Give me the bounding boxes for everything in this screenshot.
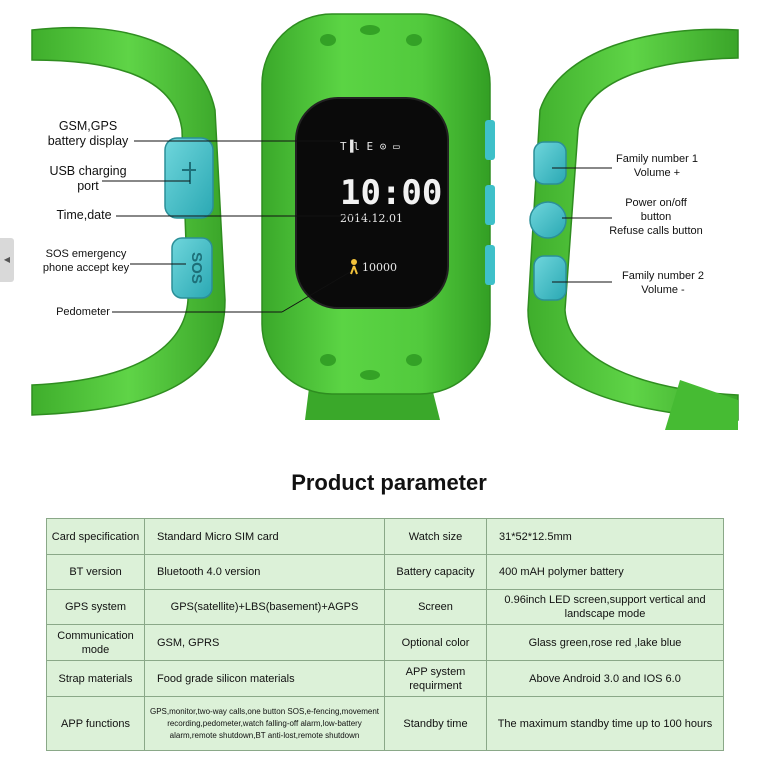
walker-icon [351,259,357,265]
table-row: APP functions GPS,monitor,two-way calls,… [46,696,724,751]
param-value: 0.96inch LED screen,support vertical and… [486,589,724,625]
callout-sos: SOS emergency phone accept key [40,247,132,275]
table-row: Card specification Standard Micro SIM ca… [46,518,724,555]
param-value: Food grade silicon materials [144,660,385,697]
callout-power: Power on/off button Refuse calls button [606,196,706,238]
sos-key-label: SOS [188,252,205,284]
callout-power-line2: button [640,211,672,223]
param-value: 400 mAH polymer battery [486,554,724,590]
section-title: Product parameter [291,470,487,495]
side-scroll-tab[interactable]: ◀ [0,238,14,282]
watch-body: T▐l E ⊙ ▭ 10:00 2014.12.01 10000 [261,13,495,420]
callout-power-line3: Refuse calls button [609,225,703,237]
param-label: Communication mode [46,624,145,661]
callout-lines [102,140,612,313]
param-value: The maximum standby time up to 100 hours [486,696,724,751]
param-label: Screen [384,589,487,625]
param-value: Glass green,rose red ,lake blue [486,624,724,661]
param-label: Watch size [384,518,487,555]
callout-family2: Family number 2 Volume - [618,269,708,297]
callout-family2-line1: Family number 2 [622,270,704,282]
screen-status-icons: T▐l E ⊙ ▭ [340,139,400,153]
param-value: GSM, GPRS [144,624,385,661]
param-label: Strap materials [46,660,145,697]
param-label: Optional color [384,624,487,661]
callout-sos-line2: phone accept key [42,262,130,274]
callout-family1-line1: Family number 1 [616,153,698,165]
watch-product-image: SOS T▐l E ⊙ ▭ 10:00 2014.12.01 10000 [31,13,739,430]
screen-steps: 10000 [362,261,397,274]
param-label: Card specification [46,518,145,555]
callout-family1: Family number 1 Volume + [612,152,702,180]
param-label: GPS system [46,589,145,625]
param-value: 31*52*12.5mm [486,518,724,555]
callout-gsm-gps-line1: GSM,GPS [58,119,118,133]
left-strap: SOS [31,26,226,416]
screen-time: 10:00 [340,173,442,213]
table-row: Strap materials Food grade silicon mater… [46,660,724,697]
param-value: Above Android 3.0 and IOS 6.0 [486,660,724,697]
callout-sos-line1: SOS emergency [45,248,127,260]
param-label: APP system requirment [384,660,487,697]
callout-gsm-gps: GSM,GPS battery display [42,119,134,149]
callout-pedometer: Pedometer [56,306,110,318]
param-label: Battery capacity [384,554,487,590]
chevron-left-icon: ◀ [3,255,11,264]
callout-usb-line2: port [77,179,99,193]
param-value: Bluetooth 4.0 version [144,554,385,590]
table-row: BT version Bluetooth 4.0 version Battery… [46,554,724,590]
param-label: BT version [46,554,145,590]
param-value: Standard Micro SIM card [144,518,385,555]
param-label: Standby time [384,696,487,751]
param-label: APP functions [46,696,145,751]
callout-power-line1: Power on/off [625,197,687,209]
callout-gsm-gps-line2: battery display [47,134,129,148]
param-value: GPS,monitor,two-way calls,one button SOS… [144,696,385,751]
callout-time-date: Time,date [56,208,112,222]
callout-usb: USB charging port [42,164,134,194]
product-parameter-table: Card specification Standard Micro SIM ca… [46,518,724,751]
param-value: GPS(satellite)+LBS(basement)+AGPS [144,589,385,625]
callout-family2-line2: Volume - [641,284,685,296]
right-strap [527,28,739,430]
callout-family1-line2: Volume + [633,167,681,179]
screen-date: 2014.12.01 [340,212,403,225]
table-row: GPS system GPS(satellite)+LBS(basement)+… [46,589,724,625]
callout-usb-line1: USB charging [49,164,127,178]
table-row: Communication mode GSM, GPRS Optional co… [46,624,724,661]
